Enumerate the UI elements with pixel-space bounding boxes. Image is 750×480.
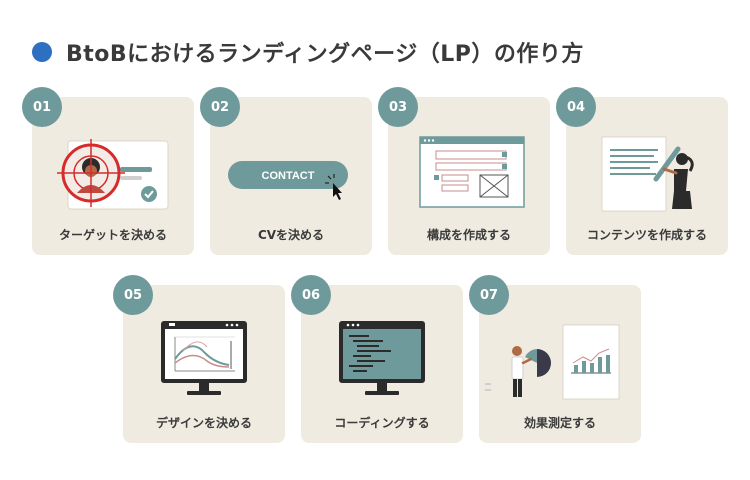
step-label: コーディングする xyxy=(334,416,430,430)
person-writing-icon xyxy=(601,136,694,212)
step-label: CVを決める xyxy=(257,228,325,242)
step-card-02: 02 CONTACT CVを決める xyxy=(200,87,372,255)
step-label: ターゲットを決める xyxy=(58,228,167,242)
analytics-person-icon xyxy=(485,324,620,400)
step-card-01: 01 ターゲットを決める xyxy=(22,87,194,255)
step-number-badge: 02 xyxy=(200,87,240,127)
step-card-07: 07 効果測定する xyxy=(469,275,641,443)
step-label: コンテンツを作成する xyxy=(586,228,707,242)
step-card-06: 06 コーディングする xyxy=(291,275,463,443)
target-person-icon xyxy=(57,139,169,210)
step-number-badge: 05 xyxy=(113,275,153,315)
design-monitor-icon xyxy=(161,321,247,395)
step-number-badge: 03 xyxy=(378,87,418,127)
step-label: 効果測定する xyxy=(523,416,596,430)
step-card-05: 05 デザインを決める xyxy=(113,275,285,443)
step-card-03: 03 構成を作成する xyxy=(378,87,550,255)
page-title: BtoBにおけるランディングページ（LP）の作り方 xyxy=(66,42,584,67)
step-card-04: 04 コンテンツを作成する xyxy=(556,87,728,255)
page-header: BtoBにおけるランディングページ（LP）の作り方 xyxy=(32,36,584,68)
contact-button-icon: CONTACT xyxy=(228,161,348,200)
title-bullet-icon xyxy=(32,42,52,62)
contact-button-text: CONTACT xyxy=(262,170,315,182)
step-number-badge: 04 xyxy=(556,87,596,127)
step-number-badge: 06 xyxy=(291,275,331,315)
step-number-badge: 07 xyxy=(469,275,509,315)
step-label: 構成を作成する xyxy=(426,228,511,242)
wireframe-icon xyxy=(419,136,525,208)
code-monitor-icon xyxy=(339,321,425,395)
step-number-badge: 01 xyxy=(22,87,62,127)
step-label: デザインを決める xyxy=(155,416,252,430)
